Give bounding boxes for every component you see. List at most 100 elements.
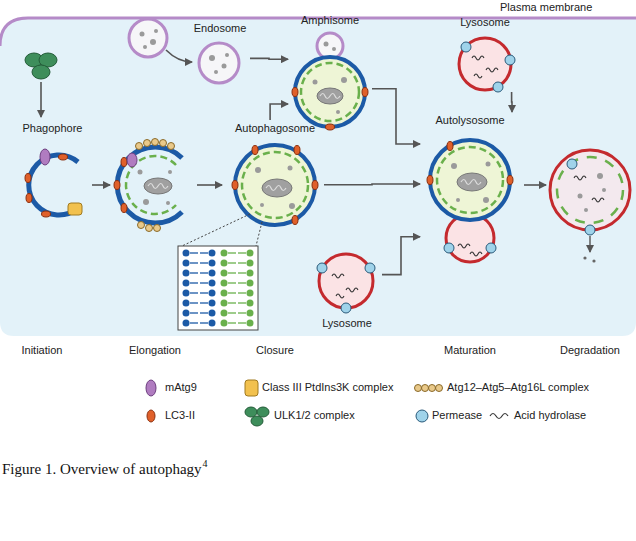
elongating-membrane-part	[168, 143, 175, 150]
elongating-membrane-part	[138, 170, 143, 175]
legend-icons-part	[146, 380, 156, 396]
legend-icons-part	[490, 414, 508, 419]
degradation-vesicle-part	[597, 173, 603, 179]
lipid-bilayer	[183, 250, 254, 327]
lipid-molecule	[209, 270, 216, 277]
elongating-membrane-part	[121, 204, 127, 213]
legend-text: Permease	[432, 409, 482, 422]
lipid-molecule	[209, 290, 216, 297]
organelle-label: Amphisome	[301, 14, 359, 27]
legend-icons-part	[416, 410, 428, 422]
endosome-vesicle	[199, 43, 239, 83]
elongating-membrane-part	[146, 225, 153, 232]
legend-icons-part	[245, 380, 258, 396]
pathway-arrow	[324, 183, 420, 185]
lipid-molecule	[238, 322, 246, 323]
autophagosome-vesicle-part	[235, 145, 315, 225]
membrane-inset-part	[178, 246, 258, 330]
amphisome-vesicle	[292, 33, 368, 130]
degradation-vesicle-part	[592, 198, 604, 202]
lipid-molecule	[183, 320, 190, 327]
lipid-molecule	[200, 262, 208, 263]
amphisome-vesicle-part	[301, 63, 359, 121]
lipid-molecule	[221, 270, 228, 277]
elongating-membrane	[114, 139, 222, 232]
lipid-molecule	[200, 272, 208, 273]
membrane-inset	[178, 214, 262, 330]
lipid-molecule	[221, 250, 228, 257]
lipid-molecule	[228, 272, 236, 273]
lipid-molecule	[238, 252, 246, 253]
ulk-complex-part	[32, 65, 50, 79]
stage-label: Closure	[256, 344, 294, 357]
lipid-molecule	[247, 320, 254, 327]
lipid-molecule	[209, 310, 216, 317]
degradation-vesicle	[550, 150, 630, 263]
phagophore-cup-part	[25, 174, 31, 183]
autophagosome-vesicle-part	[260, 203, 264, 207]
ulk-complex-part	[40, 82, 42, 117]
budding-vesicle-part	[143, 45, 147, 49]
figure-caption: Figure 1. Overview of autophagy	[2, 460, 202, 478]
elongating-membrane-part	[166, 201, 170, 205]
organelle: Lysosome	[450, 14, 520, 92]
legend-text: LC3-II	[165, 409, 195, 422]
lysosome-bottom-part	[365, 263, 375, 273]
lysosome-top-part	[493, 82, 503, 92]
cell-panel	[0, 18, 636, 336]
organelle: Autophagosome	[226, 120, 324, 228]
organelle-label: Lysosome	[322, 317, 372, 330]
endosome-vesicle-part	[225, 53, 229, 57]
lysosome-top-part	[459, 38, 511, 90]
degradation-vesicle-part	[592, 259, 595, 262]
lipid-molecule	[183, 290, 190, 297]
amphisome-vesicle-part	[326, 124, 335, 130]
autophagosome-vesicle-part	[242, 152, 308, 218]
lipid-molecule	[200, 302, 208, 303]
organelle-label: Phagophore	[23, 122, 83, 135]
lysosome-bottom	[317, 254, 375, 313]
elongating-membrane-part	[143, 199, 149, 205]
elongating-membrane-part	[168, 170, 172, 174]
phagophore-cup-part	[92, 184, 110, 186]
lipid-molecule	[183, 280, 190, 287]
lipid-molecule	[221, 280, 228, 287]
autophagosome-vesicle-part	[292, 216, 298, 225]
amphisome-vesicle-part	[320, 94, 340, 99]
lipid-molecule	[221, 260, 228, 267]
degradation-vesicle-part	[574, 176, 586, 180]
stage-label: Degradation	[560, 344, 620, 357]
autophagosome-vesicle-part	[288, 166, 293, 171]
lipid-molecule	[209, 280, 216, 287]
autophagosome-vesicle-part	[232, 181, 238, 190]
lysosome-bottom-part	[332, 274, 344, 278]
autolysosome-vesicle	[427, 140, 546, 262]
autolysosome-vesicle-part	[447, 142, 453, 151]
lipid-molecule	[238, 292, 246, 293]
autolysosome-vesicle-part	[427, 176, 433, 185]
organelle: Amphisome	[288, 12, 372, 130]
lipid-molecule	[209, 260, 216, 267]
lipid-molecule	[228, 282, 236, 283]
lysosome-bottom-part	[319, 254, 373, 308]
autophagosome-vesicle-part	[294, 146, 300, 155]
autophagosome-vesicle	[232, 145, 318, 225]
lipid-molecule	[183, 310, 190, 317]
elongating-membrane-part	[144, 178, 172, 194]
lipid-molecule	[221, 290, 228, 297]
lysosome-top-part	[505, 55, 515, 65]
lipid-molecule	[247, 300, 254, 307]
pathway-arrow	[372, 89, 420, 144]
endosome-vesicle-part	[222, 64, 227, 69]
autophagosome-vesicle-part	[252, 146, 258, 155]
degradation-vesicle-part	[557, 157, 623, 223]
cell-panel-part	[0, 18, 636, 336]
lysosome-bottom-part	[336, 294, 344, 298]
elongating-membrane-part	[154, 225, 161, 232]
autophagosome-vesicle-part	[255, 167, 261, 173]
organelle-label: Autophagosome	[235, 122, 315, 135]
lipid-molecule	[238, 282, 246, 283]
lipid-molecule	[247, 270, 254, 277]
elongating-membrane-part	[117, 147, 182, 223]
